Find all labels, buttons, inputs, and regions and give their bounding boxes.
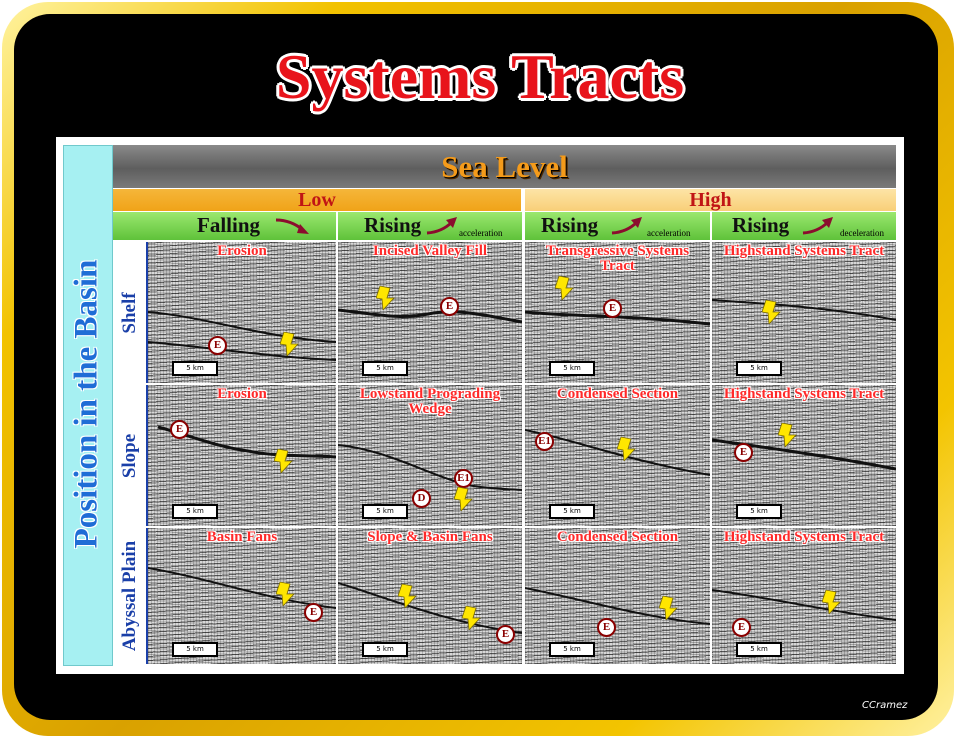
position-label: Position in the Basin bbox=[68, 259, 105, 549]
phase-falling: Falling bbox=[113, 212, 338, 240]
seismic-cell-slope-rising-3: Highstand Systems Tract E 5 km bbox=[712, 385, 896, 526]
yellow-arrow-icon bbox=[276, 582, 295, 606]
cell-title: Condensed Section bbox=[556, 529, 679, 545]
erosion-marker: E bbox=[734, 443, 753, 462]
scale-bar: 5 km bbox=[736, 361, 782, 376]
erosion-marker: E bbox=[732, 618, 751, 637]
reflector-lines bbox=[712, 438, 896, 471]
seismic-cell-abyssal-rising-3: Highstand Systems Tract E 5 km bbox=[712, 528, 896, 664]
rising-arrow-icon bbox=[802, 217, 833, 235]
erosion-marker: E bbox=[208, 336, 227, 355]
yellow-arrow-icon bbox=[762, 300, 781, 324]
phase-label: Falling bbox=[197, 213, 261, 237]
scale-bar: 5 km bbox=[362, 642, 408, 657]
cell-title: Transgressive Systems Tract bbox=[545, 243, 690, 274]
phase-sub: acceleration bbox=[647, 228, 691, 238]
seismic-cell-abyssal-rising-2: Condensed Section E 5 km bbox=[525, 528, 710, 664]
erosion-marker: E bbox=[170, 420, 189, 439]
phase-sub: deceleration bbox=[840, 228, 884, 238]
seismic-cell-shelf-rising-3: Highstand Systems Tract 5 km bbox=[712, 242, 896, 383]
reflector-lines bbox=[712, 299, 896, 321]
phase-sub: acceleration bbox=[459, 228, 503, 238]
seismic-cell-slope-falling: Erosion E 5 km bbox=[148, 385, 336, 526]
yellow-arrow-icon bbox=[778, 423, 797, 447]
yellow-arrow-icon bbox=[280, 332, 299, 356]
phase-rising-1: Rising acceleration bbox=[338, 212, 524, 240]
cell-title: Highstand Systems Tract bbox=[723, 386, 885, 402]
scale-bar: 5 km bbox=[549, 361, 595, 376]
yellow-arrow-icon bbox=[454, 487, 473, 511]
erosion-marker: E1 bbox=[454, 469, 473, 488]
yellow-arrow-icon bbox=[822, 590, 841, 614]
cell-title: Lowstand Prograding Wedge bbox=[359, 386, 501, 417]
seismic-cell-slope-rising-2: Condensed Section E1 5 km bbox=[525, 385, 710, 526]
yellow-arrow-icon bbox=[462, 606, 481, 630]
row-label-abyssal-plain: Abyssal Plain bbox=[113, 528, 148, 664]
scale-bar: 5 km bbox=[362, 361, 408, 376]
seismic-cell-shelf-rising-2: Transgressive Systems Tract E 5 km bbox=[525, 242, 710, 383]
erosion-marker: E bbox=[597, 618, 616, 637]
downlap-marker: D bbox=[412, 489, 431, 508]
seismic-cell-slope-rising-1: Lowstand Prograding Wedge E1 D 5 km bbox=[338, 385, 522, 526]
reflector-lines bbox=[525, 310, 710, 326]
scale-bar: 5 km bbox=[172, 642, 218, 657]
slide-title: Systems Tracts bbox=[275, 41, 685, 112]
yellow-arrow-icon bbox=[376, 286, 395, 310]
phase-label: Rising bbox=[364, 213, 422, 237]
cell-title: Incised Valley Fill bbox=[372, 243, 488, 259]
cell-title: Basin Fans bbox=[206, 529, 278, 545]
author-credit: CCramez bbox=[862, 700, 908, 711]
yellow-arrow-icon bbox=[617, 437, 636, 461]
falling-arrow-icon bbox=[275, 218, 309, 234]
rising-arrow-icon bbox=[426, 217, 457, 235]
reflector-lines bbox=[148, 311, 336, 361]
row-label-shelf: Shelf bbox=[113, 242, 148, 383]
erosion-marker: E bbox=[603, 299, 622, 318]
reflector-lines bbox=[712, 589, 896, 621]
cell-title: Erosion bbox=[217, 386, 267, 402]
phase-rising-2: Rising acceleration bbox=[525, 212, 712, 240]
scale-bar: 5 km bbox=[736, 642, 782, 657]
scale-bar: 5 km bbox=[172, 504, 218, 519]
row-label-text: Abyssal Plain bbox=[118, 540, 140, 652]
scale-bar: 5 km bbox=[736, 504, 782, 519]
cell-title: Condensed Section bbox=[556, 386, 679, 402]
cell-title: Highstand Systems Tract bbox=[723, 529, 885, 545]
erosion-marker: E1 bbox=[535, 432, 554, 451]
scale-bar: 5 km bbox=[172, 361, 218, 376]
phase-label: Rising bbox=[732, 213, 790, 237]
reflector-lines bbox=[338, 308, 522, 324]
scale-bar: 5 km bbox=[549, 642, 595, 657]
yellow-arrow-icon bbox=[274, 449, 293, 473]
reflector-lines bbox=[338, 582, 522, 634]
phase-rising-3: Rising deceleration bbox=[712, 212, 896, 240]
scale-bar: 5 km bbox=[549, 504, 595, 519]
row-label-slope: Slope bbox=[113, 385, 148, 526]
erosion-marker: E bbox=[440, 297, 459, 316]
seismic-cell-abyssal-rising-1: Slope & Basin Fans E 5 km bbox=[338, 528, 522, 664]
erosion-marker: E bbox=[496, 625, 515, 644]
rising-arrow-icon bbox=[611, 217, 642, 235]
phase-label: Rising bbox=[541, 213, 599, 237]
cell-title: Highstand Systems Tract bbox=[723, 243, 885, 259]
seismic-cell-shelf-falling: Erosion E 5 km bbox=[148, 242, 336, 383]
sea-level-header: Sea Level bbox=[113, 145, 896, 188]
yellow-arrow-icon bbox=[659, 596, 678, 620]
seismic-cell-shelf-rising-1: Incised Valley Fill E 5 km bbox=[338, 242, 522, 383]
level-low: Low bbox=[113, 189, 521, 211]
seismic-cell-abyssal-falling: Basin Fans E 5 km bbox=[148, 528, 336, 664]
row-label-text: Slope bbox=[118, 433, 140, 478]
erosion-marker: E bbox=[304, 603, 323, 622]
cell-title: Slope & Basin Fans bbox=[367, 529, 493, 545]
cell-title: Erosion bbox=[217, 243, 267, 259]
position-bar bbox=[63, 145, 113, 666]
row-label-text: Shelf bbox=[118, 291, 140, 334]
yellow-arrow-icon bbox=[555, 276, 574, 300]
level-high: High bbox=[525, 189, 896, 211]
scale-bar: 5 km bbox=[362, 504, 408, 519]
yellow-arrow-icon bbox=[398, 584, 417, 608]
reflector-lines bbox=[525, 587, 710, 625]
